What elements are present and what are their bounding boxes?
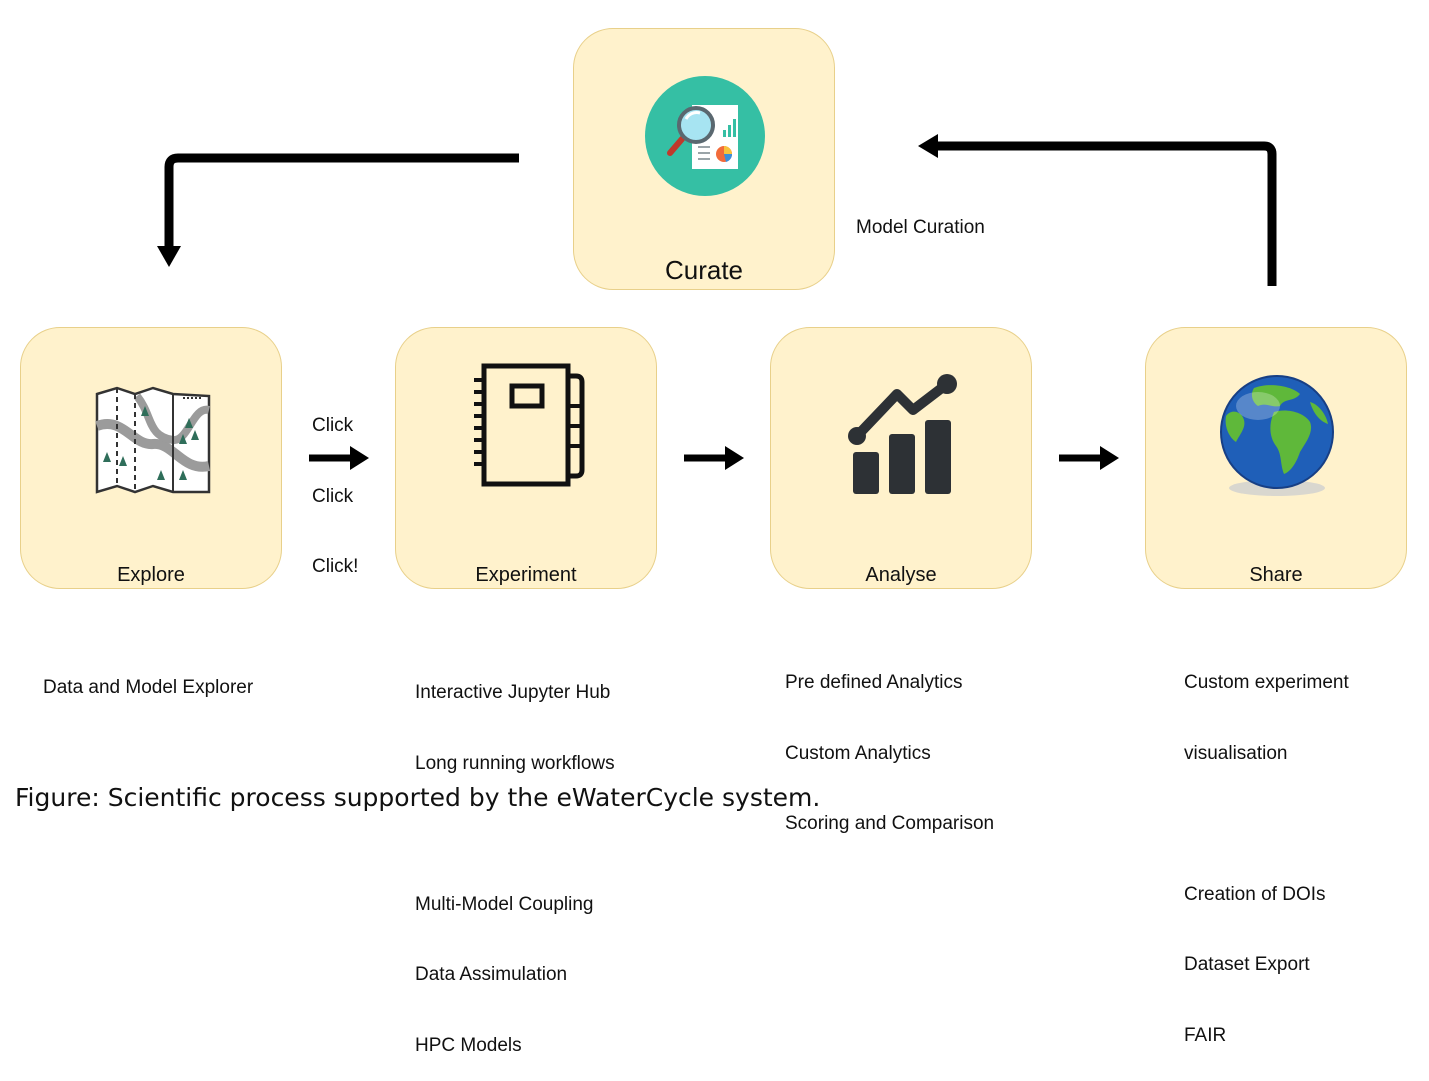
description-line: Data and Model Explorer xyxy=(43,677,254,698)
analyse-to-share-arrowhead xyxy=(1100,446,1119,470)
explore-to-experiment-arrowhead xyxy=(350,446,369,470)
click-line: Click xyxy=(312,415,354,436)
description-line: Interactive Jupyter Hub xyxy=(415,682,611,703)
experiment-to-analyse-arrowhead xyxy=(725,446,744,470)
share-description: Custom experiment visualisation Creation… xyxy=(1184,624,1349,1071)
description-line: Creation of DOIs xyxy=(1184,883,1326,905)
description-line: Custom Analytics xyxy=(785,742,931,764)
model-curation-annotation: Model Curation xyxy=(856,217,985,238)
description-line: Scoring and Comparison xyxy=(785,813,995,834)
description-line: Custom experiment xyxy=(1184,672,1349,693)
curate-to-explore-arrow xyxy=(164,153,519,248)
share-label: Share xyxy=(1249,564,1303,586)
report-magnifier-icon xyxy=(645,76,765,196)
flow-arrows xyxy=(157,134,1277,470)
share-to-curate-arrowhead xyxy=(918,134,938,158)
click-line: Click xyxy=(312,485,354,507)
click-line: Click! xyxy=(312,556,359,577)
explore-stage-box: Explore xyxy=(20,327,282,589)
notebook-icon xyxy=(474,363,585,487)
figure-caption: Figure: Scientific process supported by … xyxy=(15,783,821,812)
description-line: Pre defined Analytics xyxy=(785,672,963,693)
description-line: HPC Models xyxy=(415,1034,522,1056)
analyse-description: Pre defined Analytics Custom Analytics S… xyxy=(785,624,994,859)
description-line xyxy=(415,822,615,846)
description-line: FAIR xyxy=(1184,1024,1227,1046)
experiment-label: Experiment xyxy=(475,564,577,586)
share-to-curate-arrow xyxy=(936,141,1277,286)
share-stage-box: Share xyxy=(1145,327,1407,589)
description-line xyxy=(1184,812,1349,836)
click-annotation: Click Click Click! xyxy=(312,367,358,602)
description-line: Data Assimulation xyxy=(415,964,568,985)
explore-description: Data and Model Explorer xyxy=(43,629,253,723)
curate-stage-box: Curate xyxy=(573,28,835,290)
description-line: Long running workflows xyxy=(415,752,615,774)
map-icon xyxy=(95,386,211,494)
globe-icon xyxy=(1220,375,1334,496)
explore-label: Explore xyxy=(117,564,185,586)
growth-chart-icon xyxy=(848,374,957,494)
description-line: Dataset Export xyxy=(1184,954,1310,975)
curate-to-explore-arrowhead xyxy=(157,246,181,267)
description-line: Multi-Model Coupling xyxy=(415,893,594,915)
experiment-stage-box: Experiment xyxy=(395,327,657,589)
analyse-label: Analyse xyxy=(865,564,937,586)
description-line: visualisation xyxy=(1184,742,1288,764)
curate-label: Curate xyxy=(664,255,744,285)
experiment-description: Interactive Jupyter Hub Long running wor… xyxy=(415,634,615,1081)
analyse-stage-box: Analyse xyxy=(770,327,1032,589)
